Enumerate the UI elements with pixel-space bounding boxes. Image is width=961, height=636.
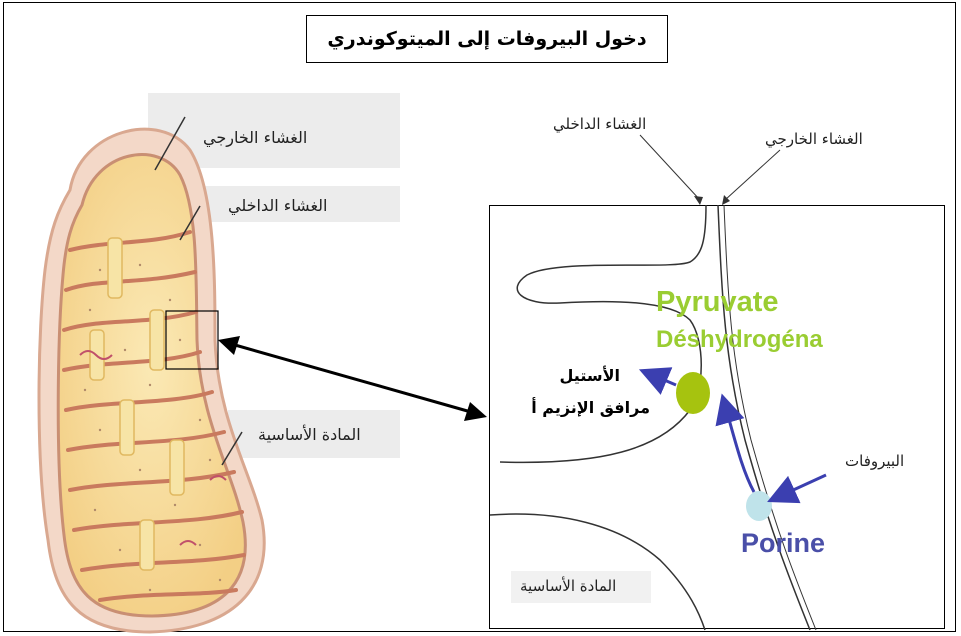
pointer-outer (725, 150, 780, 200)
detail-outer-membrane (718, 205, 810, 630)
product-line1: الأستيل (548, 366, 620, 385)
porine-label: Porine (741, 528, 825, 559)
porine-channel (746, 491, 772, 521)
pointer-inner (640, 135, 700, 200)
label-pyruvate: البيروفات (845, 452, 904, 470)
label-outer-membrane-detail: الغشاء الخارجي (765, 130, 863, 148)
label-inner-membrane-detail: الغشاء الداخلي (553, 115, 646, 133)
enzyme-name-line2: Déshydrogéna (656, 326, 823, 354)
label-matrix-detail: المادة الأساسية (520, 577, 616, 595)
detail-outer-membrane-2 (724, 205, 816, 630)
enzyme-complex (676, 372, 710, 414)
enzyme-to-product-arrow (650, 374, 676, 385)
pyruvate-entry-arrow (778, 475, 826, 497)
product-line2: مرافق الإنزيم أ (495, 398, 650, 417)
enzyme-name-line1: Pyruvate (656, 286, 779, 319)
